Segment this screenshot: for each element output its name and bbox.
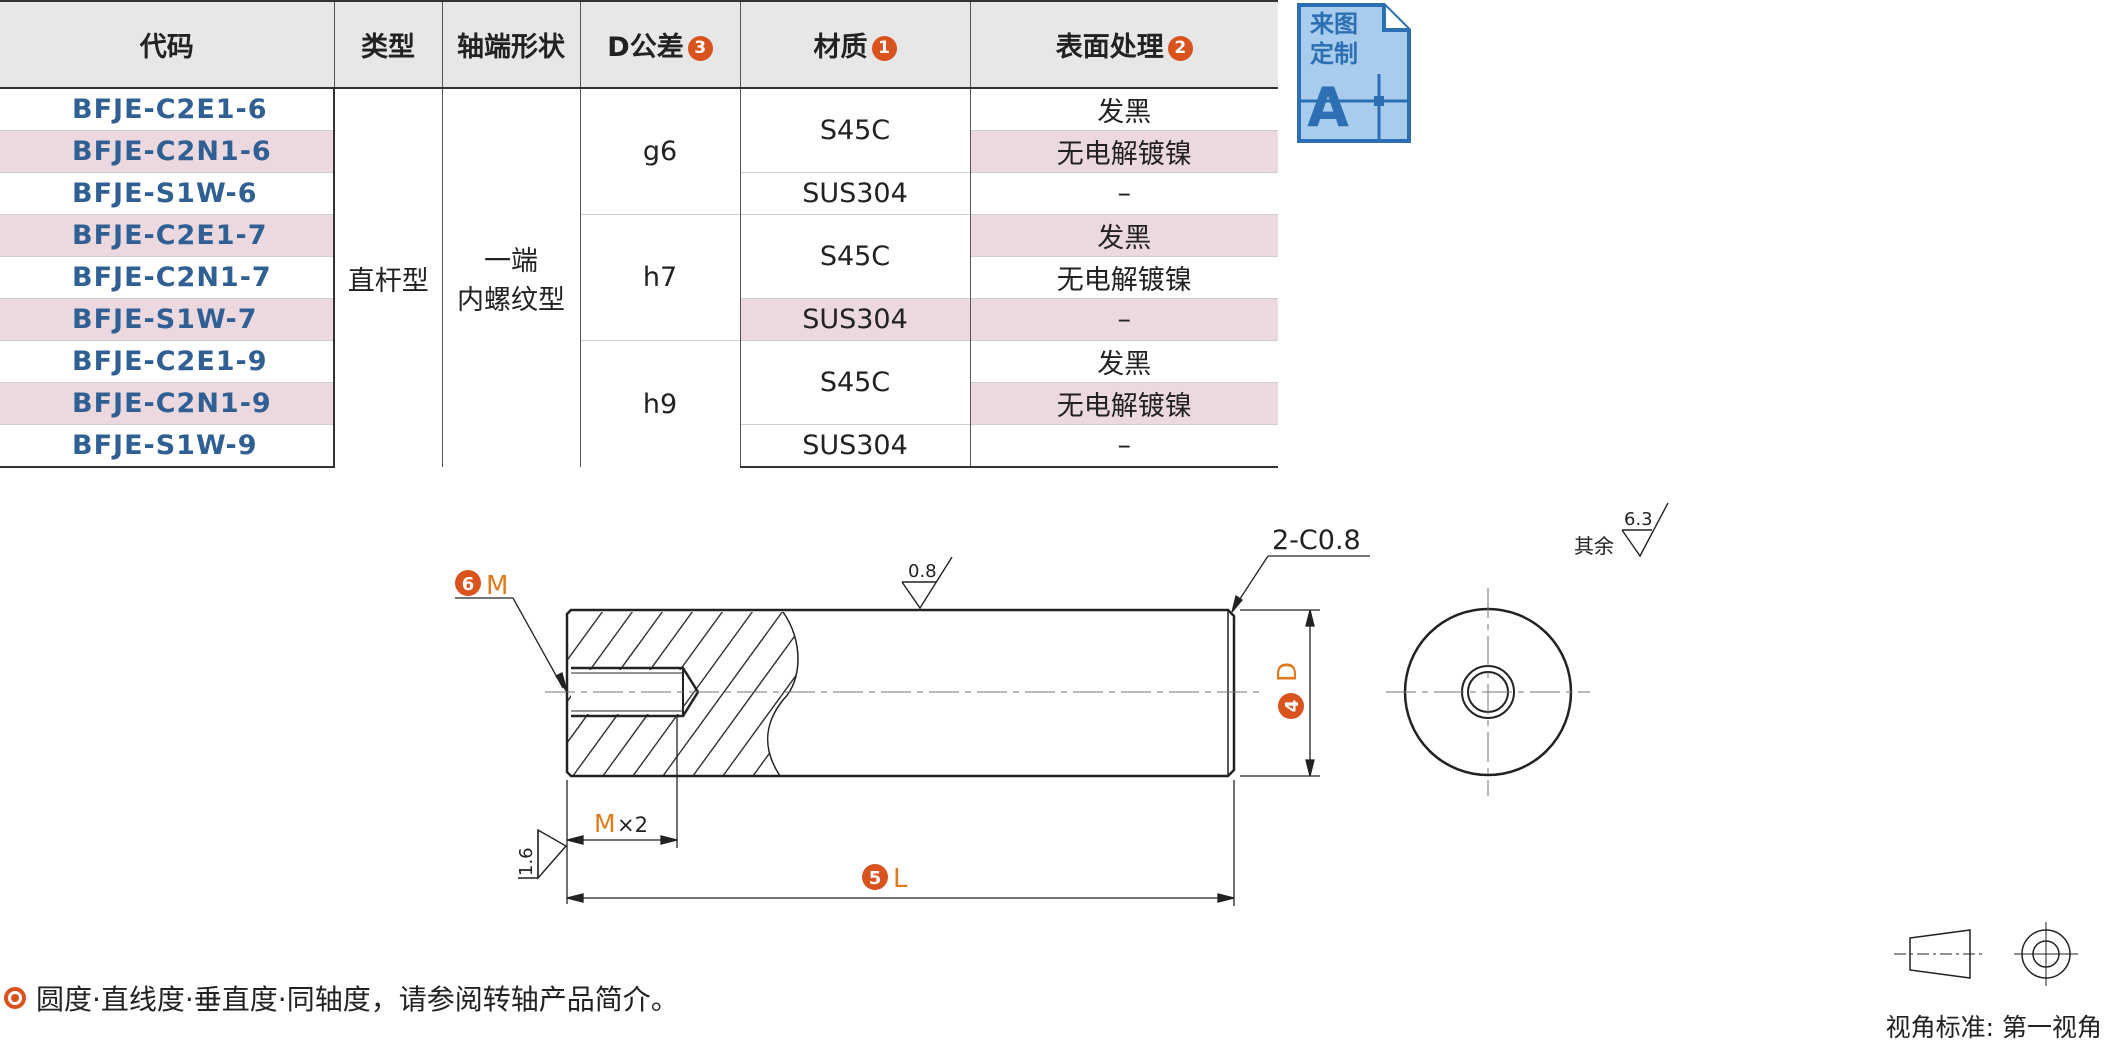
view-standard: 视角标准: 第一视角 — [1885, 1013, 2102, 1042]
product-code[interactable]: BFJE-C2N1-7 — [0, 256, 335, 299]
thread-number: 6 — [462, 574, 475, 595]
roughness-other-label: 其余 — [1574, 534, 1614, 558]
table-row: BFJE-C2E1-6 直杆型 一端内螺纹型 g6 S45C 发黑 — [0, 87, 1278, 467]
length-number: 5 — [869, 868, 882, 889]
header-type: 类型 — [333, 0, 442, 89]
tolerance-cell: h7 — [579, 214, 740, 341]
shaft-end-line1: 一端 — [484, 246, 538, 277]
product-code[interactable]: BFJE-S1W-7 — [0, 298, 335, 341]
table-row: BFJE-S1W-9 SUS304 – — [0, 424, 1278, 468]
roughness-end-value: 1.6 — [516, 847, 537, 876]
footer-note-text: 圆度·直线度·垂直度·同轴度，请参阅转轴产品简介。 — [36, 983, 679, 1016]
tolerance-cell: g6 — [579, 87, 740, 215]
badge-letter: A — [1307, 76, 1349, 139]
product-code[interactable]: BFJE-C2E1-9 — [0, 340, 335, 383]
table-row: BFJE-C2N1-6 无电解镀镍 — [0, 130, 1278, 173]
finish-cell: 无电解镀镍 — [969, 130, 1278, 173]
header-shaft-end: 轴端形状 — [441, 0, 580, 89]
length-number-badge — [862, 864, 888, 890]
custom-drawing-badge[interactable]: 来图 定制 A — [1296, 2, 1412, 144]
badge-line2: 定制 — [1310, 40, 1358, 68]
projection-symbol — [1894, 922, 2078, 986]
finish-cell: 发黑 — [969, 340, 1278, 383]
type-cell: 直杆型 — [333, 87, 442, 467]
tolerance-badge: 3 — [687, 36, 713, 61]
length-label: L — [893, 864, 908, 894]
product-code[interactable]: BFJE-C2N1-9 — [0, 382, 335, 425]
roughness-top-value: 0.8 — [908, 561, 937, 582]
material-cell: S45C — [739, 340, 970, 425]
footer-note: 圆度·直线度·垂直度·同轴度，请参阅转轴产品简介。 — [4, 978, 679, 1018]
roughness-symbol-top — [901, 556, 953, 610]
roughness-other-value: 6.3 — [1624, 509, 1653, 530]
table-row: BFJE-S1W-6 SUS304 – — [0, 172, 1278, 215]
finish-cell: – — [969, 298, 1278, 341]
finish-cell: – — [969, 424, 1278, 468]
surface-badge: 2 — [1167, 36, 1193, 61]
diameter-label: D — [1273, 662, 1303, 682]
shaft-end-cell: 一端内螺纹型 — [441, 87, 580, 467]
tolerance-cell: h9 — [579, 340, 740, 467]
mx2-label: M — [594, 809, 616, 838]
product-code[interactable]: BFJE-C2E1-6 — [0, 87, 335, 131]
finish-cell: 发黑 — [969, 214, 1278, 257]
thread-label: M — [486, 571, 508, 601]
mx2-suffix: ×2 — [617, 813, 648, 837]
material-cell: SUS304 — [739, 172, 970, 215]
table-row: BFJE-C2E1-9 h9 S45C 发黑 — [0, 340, 1278, 467]
table-row: BFJE-C2E1-7 h7 S45C 发黑 — [0, 214, 1278, 341]
dimension-diameter — [1240, 609, 1320, 777]
shaft-side-view — [545, 608, 1260, 778]
thread-number-badge — [455, 570, 481, 596]
diameter-number-badge — [1278, 693, 1304, 719]
diameter-number: 4 — [1282, 700, 1303, 713]
product-code[interactable]: BFJE-C2N1-6 — [0, 130, 335, 173]
finish-cell: 发黑 — [969, 87, 1278, 131]
table-row: BFJE-C2N1-9 无电解镀镍 — [0, 382, 1278, 425]
dimension-length — [566, 780, 1235, 906]
product-code[interactable]: BFJE-C2E1-7 — [0, 214, 335, 257]
shaft-end-line2: 内螺纹型 — [457, 285, 565, 316]
table-row: BFJE-C2N1-7 无电解镀镍 — [0, 256, 1278, 299]
badge-line1: 来图 — [1310, 10, 1358, 38]
finish-cell: 无电解镀镍 — [969, 382, 1278, 425]
document-icon — [1297, 3, 1411, 143]
table-row: BFJE-S1W-7 SUS304 – — [0, 298, 1278, 341]
header-code: 代码 — [0, 0, 334, 89]
product-code[interactable]: BFJE-S1W-6 — [0, 172, 335, 215]
material-cell: S45C — [739, 87, 970, 173]
finish-cell: 无电解镀镍 — [969, 256, 1278, 299]
chamfer-leader — [1231, 555, 1370, 613]
material-cell: SUS304 — [739, 424, 970, 468]
material-badge: 1 — [871, 36, 897, 61]
finish-cell: – — [969, 172, 1278, 215]
bullet-icon — [4, 987, 26, 1009]
thread-leader — [455, 597, 568, 693]
product-code[interactable]: BFJE-S1W-9 — [0, 424, 335, 468]
chamfer-label: 2-C0.8 — [1272, 525, 1361, 556]
material-cell: SUS304 — [739, 298, 970, 341]
material-cell: S45C — [739, 214, 970, 299]
shaft-end-view — [1386, 588, 1590, 796]
roughness-symbol-end — [518, 828, 568, 880]
dimension-mx2 — [566, 716, 678, 904]
roughness-symbol-other — [1621, 502, 1669, 558]
